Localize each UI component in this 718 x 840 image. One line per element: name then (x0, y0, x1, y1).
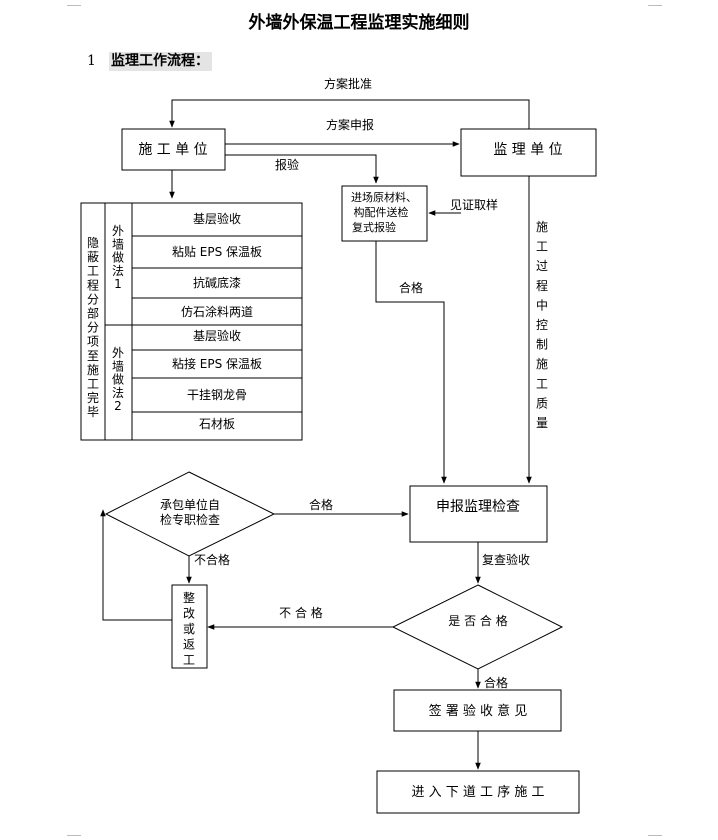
hidden_works-char: 工 (87, 264, 99, 278)
method2_label-char: 墙 (112, 359, 124, 373)
materials-pass-label: 合格 (399, 280, 423, 295)
rectify-box (171, 584, 208, 669)
process_control-char: 过 (536, 259, 548, 273)
rectify_box-char: 返 (183, 638, 195, 652)
materials-pass-arrow (375, 241, 447, 484)
method1_label-char: 墙 (112, 237, 124, 251)
process_control-char: 控 (536, 318, 548, 332)
section-heading-text: 监理工作流程： (109, 52, 212, 71)
plan-approved-label: 方案批准 (324, 76, 372, 91)
process_control-char: 施 (536, 357, 548, 371)
rectify_box-char: 整 (183, 590, 195, 605)
hidden_works-char: 分 (87, 321, 99, 335)
method2-item-2: 粘接 EPS 保温板 (172, 356, 262, 371)
decision-label: 是 否 合 格 (448, 613, 507, 628)
contractor-pass-label: 合格 (309, 497, 333, 512)
corner-mark-bl (67, 835, 81, 836)
method2-item-4: 石材板 (199, 417, 235, 431)
hidden_works-char: 隐 (87, 236, 99, 250)
page-title: 外墙外保温工程监理实施细则 (248, 13, 470, 33)
method1-item-1: 基层验收 (193, 211, 241, 226)
hidden_works-char: 程 (87, 277, 99, 292)
supervision-unit-label: 监 理 单 位 (493, 142, 562, 158)
process_control-char: 中 (536, 297, 548, 312)
method1_label-char: 法 (112, 264, 124, 278)
method2_label-char: 外 (112, 346, 124, 360)
method1_label-char: 外 (112, 224, 124, 238)
rectify-loop-arrow (100, 509, 172, 621)
method1-item-4: 仿石涂料两道 (181, 304, 253, 319)
rectify_box-char: 或 (183, 622, 195, 636)
hidden_works-char: 分 (87, 292, 99, 306)
method1_label-char: 做 (112, 250, 124, 265)
method1-item-3: 抗碱底漆 (193, 275, 241, 290)
contractor-fail-label: 不合格 (194, 552, 230, 567)
process_control-char: 量 (536, 416, 548, 430)
report-inspection-label: 报验 (275, 157, 299, 172)
witness-sampling-label: 见证取样 (450, 197, 498, 212)
process_control-char: 工 (536, 377, 548, 391)
next-process-label: 进 入 下 道 工 序 施 工 (412, 785, 545, 800)
process_control-char: 工 (536, 240, 548, 254)
method1-item-2: 粘贴 EPS 保温板 (172, 244, 262, 259)
final-pass-label: 合格 (484, 675, 508, 690)
hidden_works-char: 部 (87, 306, 99, 321)
materials-line-3: 复式报验 (352, 220, 396, 234)
hidden_works-char: 项 (87, 335, 99, 349)
hidden_works-char: 施 (87, 363, 99, 377)
sign-label: 签 署 验 收 意 见 (429, 703, 528, 719)
method1_label-char: 1 (114, 277, 122, 291)
materials-line-1: 进场原材料、 (351, 190, 417, 204)
rectify_box-char: 工 (183, 653, 195, 667)
process_control-char: 制 (536, 338, 548, 352)
corner-mark-br (648, 835, 662, 836)
hidden-works-table (80, 202, 303, 441)
rectify_box-char: 改 (183, 607, 195, 621)
report-check-label: 申报监理检查 (436, 499, 520, 515)
method2_label-char: 法 (112, 386, 124, 400)
plan-approved-arrow (169, 99, 530, 129)
next-process-box (376, 770, 580, 814)
method2-item-1: 基层验收 (193, 328, 241, 343)
hidden_works-char: 工 (87, 377, 99, 391)
hidden_works-char: 完 (87, 390, 99, 405)
section-heading: 1 监理工作流程： (87, 50, 212, 71)
hidden_works-char: 毕 (87, 405, 99, 419)
plan-submit-label: 方案申报 (326, 117, 374, 132)
method2-item-3: 干挂钢龙骨 (187, 388, 247, 402)
process_control-char: 质 (536, 396, 548, 410)
corner-mark-tl (67, 5, 81, 6)
process_control-char: 施 (536, 220, 548, 234)
section-number: 1 (87, 53, 96, 69)
method2_label-char: 2 (114, 399, 122, 413)
materials-line-2: 构配件送检 (354, 205, 409, 219)
hidden_works-char: 蔽 (87, 250, 99, 264)
method2_label-char: 做 (112, 372, 124, 387)
contractor-check-line-2: 检专职检查 (160, 512, 220, 527)
construction-unit-label: 施 工 单 位 (138, 142, 207, 158)
construction-unit-box (121, 128, 226, 171)
report-inspection-arrow (225, 154, 379, 184)
process_control-char: 程 (536, 278, 548, 293)
recheck-label: 复查验收 (482, 552, 530, 567)
materials-box (341, 185, 428, 242)
corner-mark-tr (648, 5, 662, 6)
contractor-check-line-1: 承包单位自 (160, 497, 220, 512)
hidden_works-char: 至 (87, 349, 99, 363)
fail-label: 不 合 格 (279, 605, 323, 620)
